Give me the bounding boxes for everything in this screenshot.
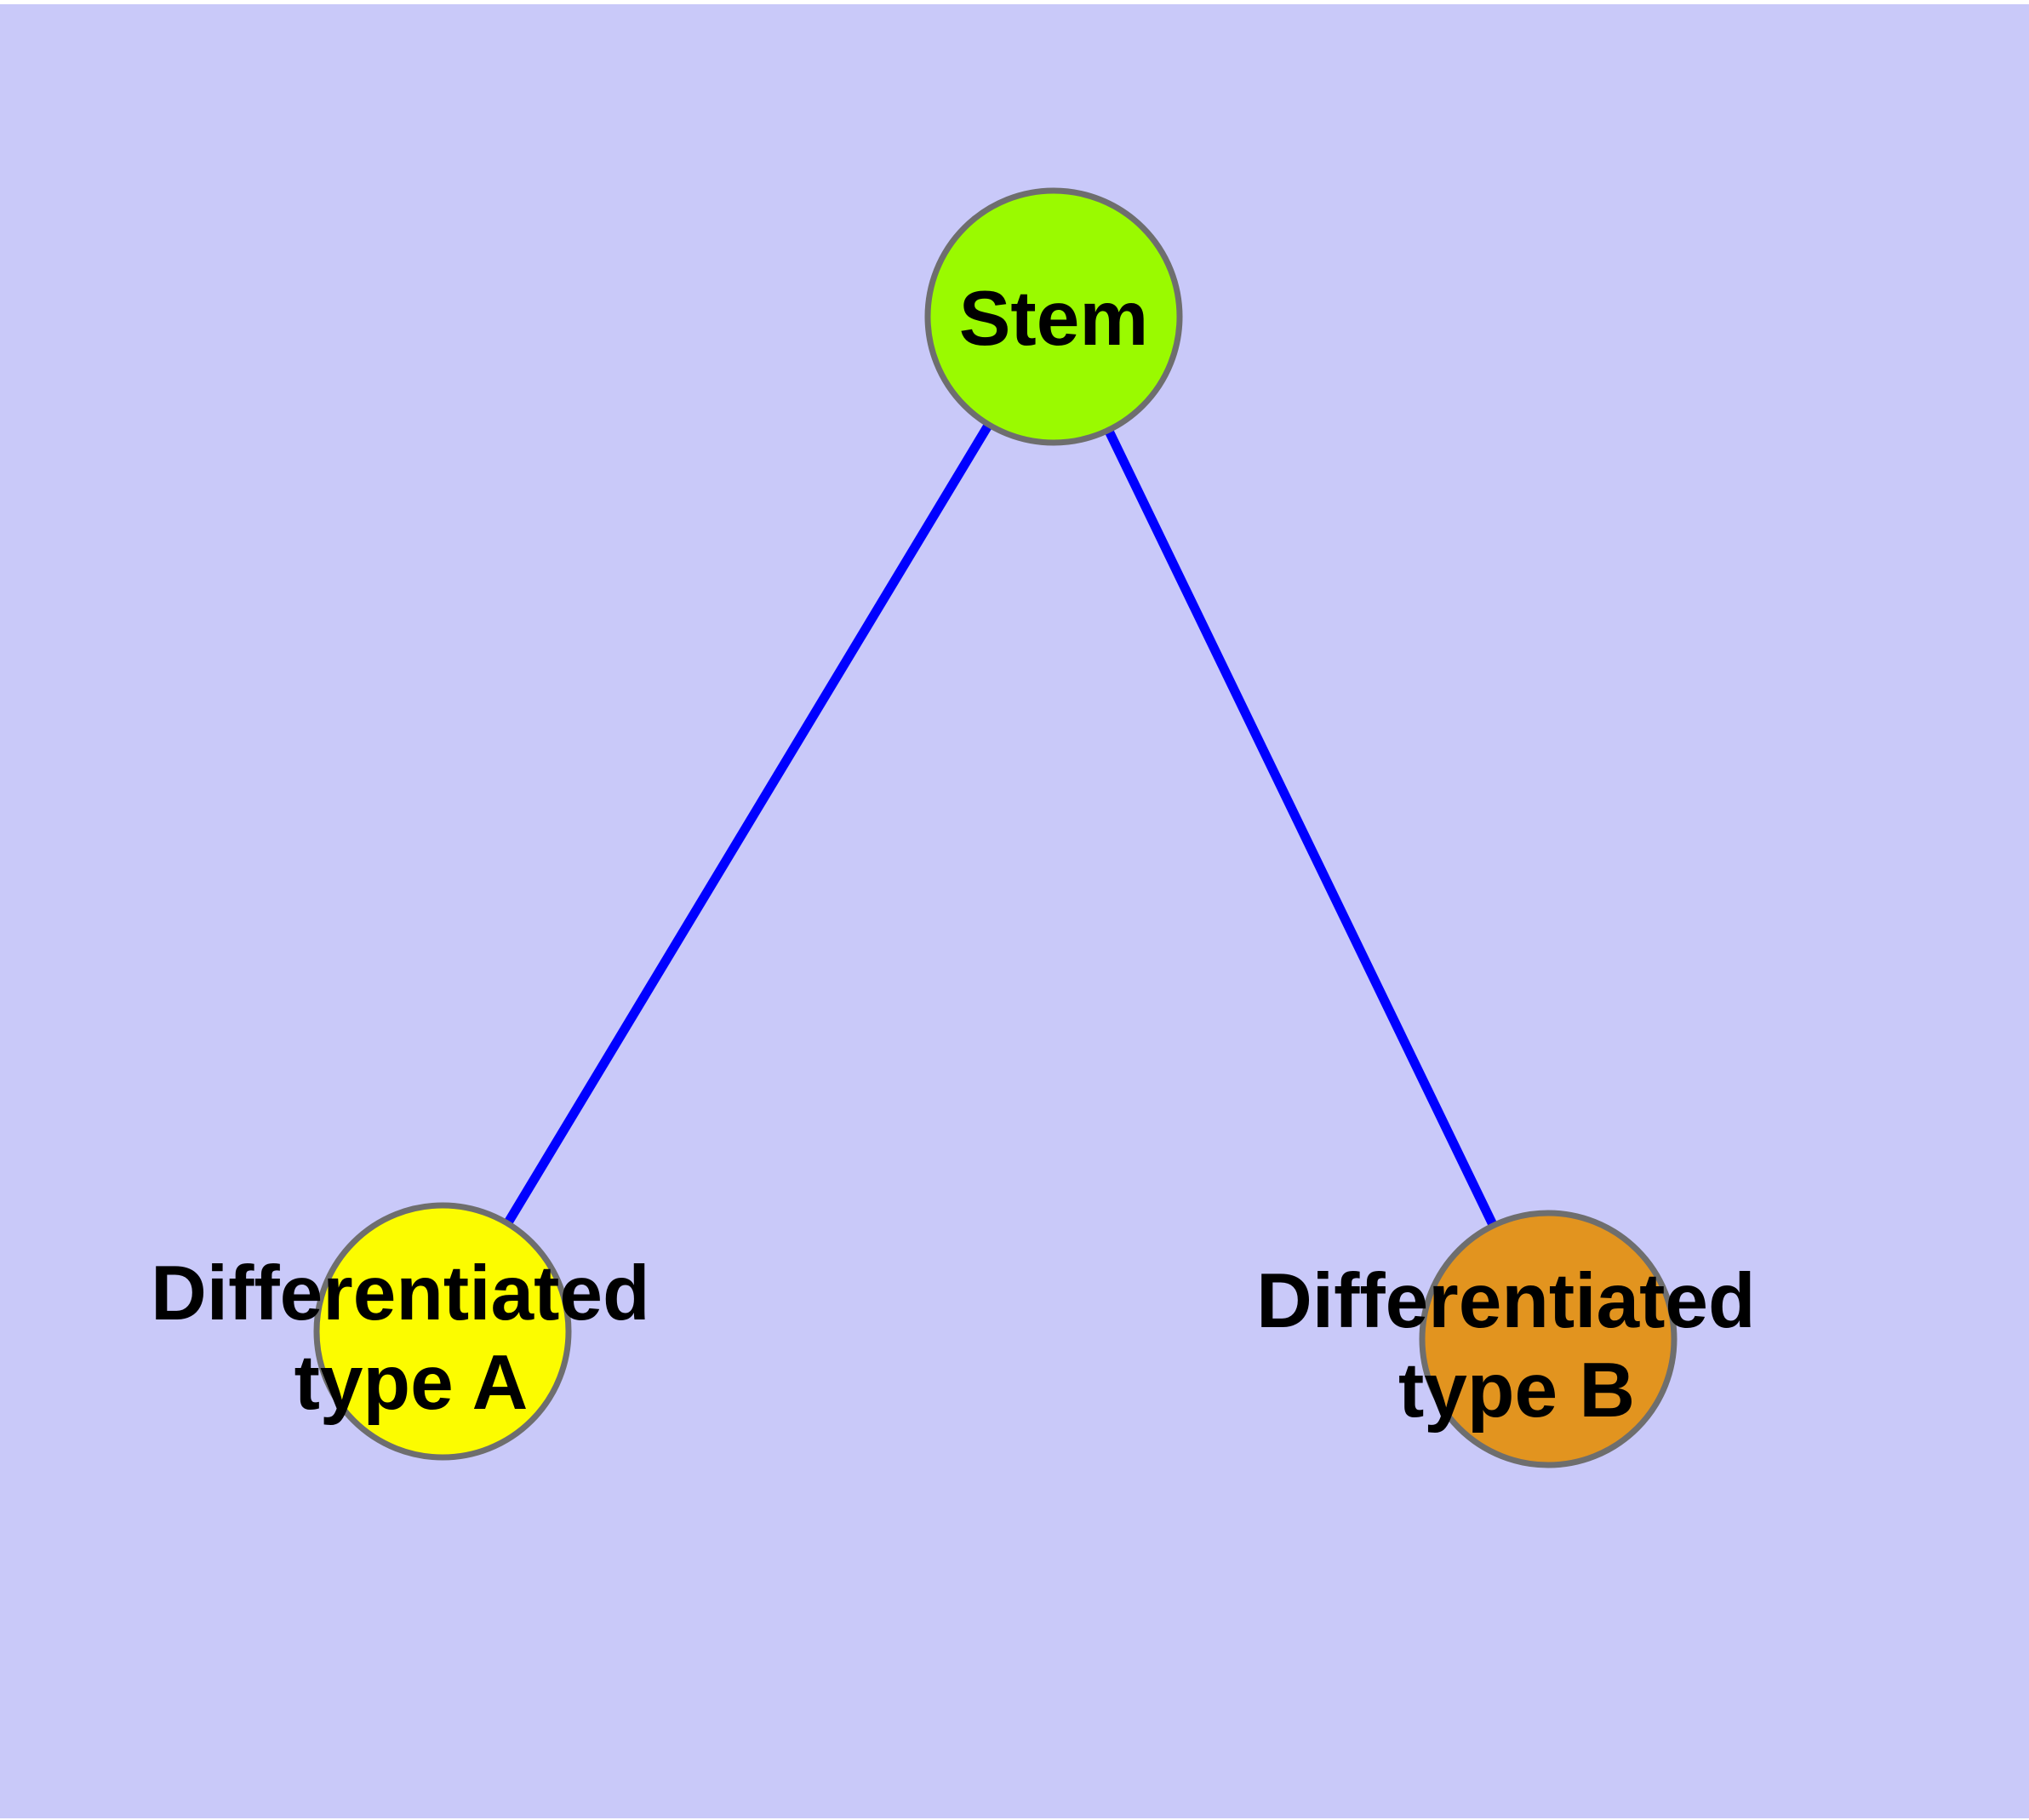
- node-stem-label: Stem: [959, 276, 1149, 362]
- node-differentiated-type-b-circle: [1419, 1210, 1677, 1468]
- node-differentiated-type-b: Differentiated type B: [1256, 1210, 1777, 1468]
- node-differentiated-type-b-label-line-1: Differentiated: [1256, 1258, 1756, 1344]
- edge-stem-to-type-b: [1049, 314, 1552, 1342]
- edge-stem-to-type-a: [438, 314, 1058, 1334]
- node-stem-label-line-1: Stem: [959, 276, 1149, 362]
- node-differentiated-type-b-label: Differentiated type B: [1256, 1258, 1777, 1434]
- node-differentiated-type-a-label-line-2: type A: [294, 1340, 529, 1426]
- node-differentiated-type-a-label: Differentiated type A: [151, 1251, 672, 1426]
- node-stem: Stem: [924, 187, 1183, 446]
- node-differentiated-type-a-circle: [313, 1202, 572, 1461]
- node-stem-circle: [924, 187, 1183, 446]
- node-differentiated-type-b-label-line-2: type B: [1398, 1348, 1635, 1434]
- node-differentiated-type-a: Differentiated type A: [151, 1202, 672, 1461]
- node-differentiated-type-a-label-line-1: Differentiated: [151, 1251, 650, 1336]
